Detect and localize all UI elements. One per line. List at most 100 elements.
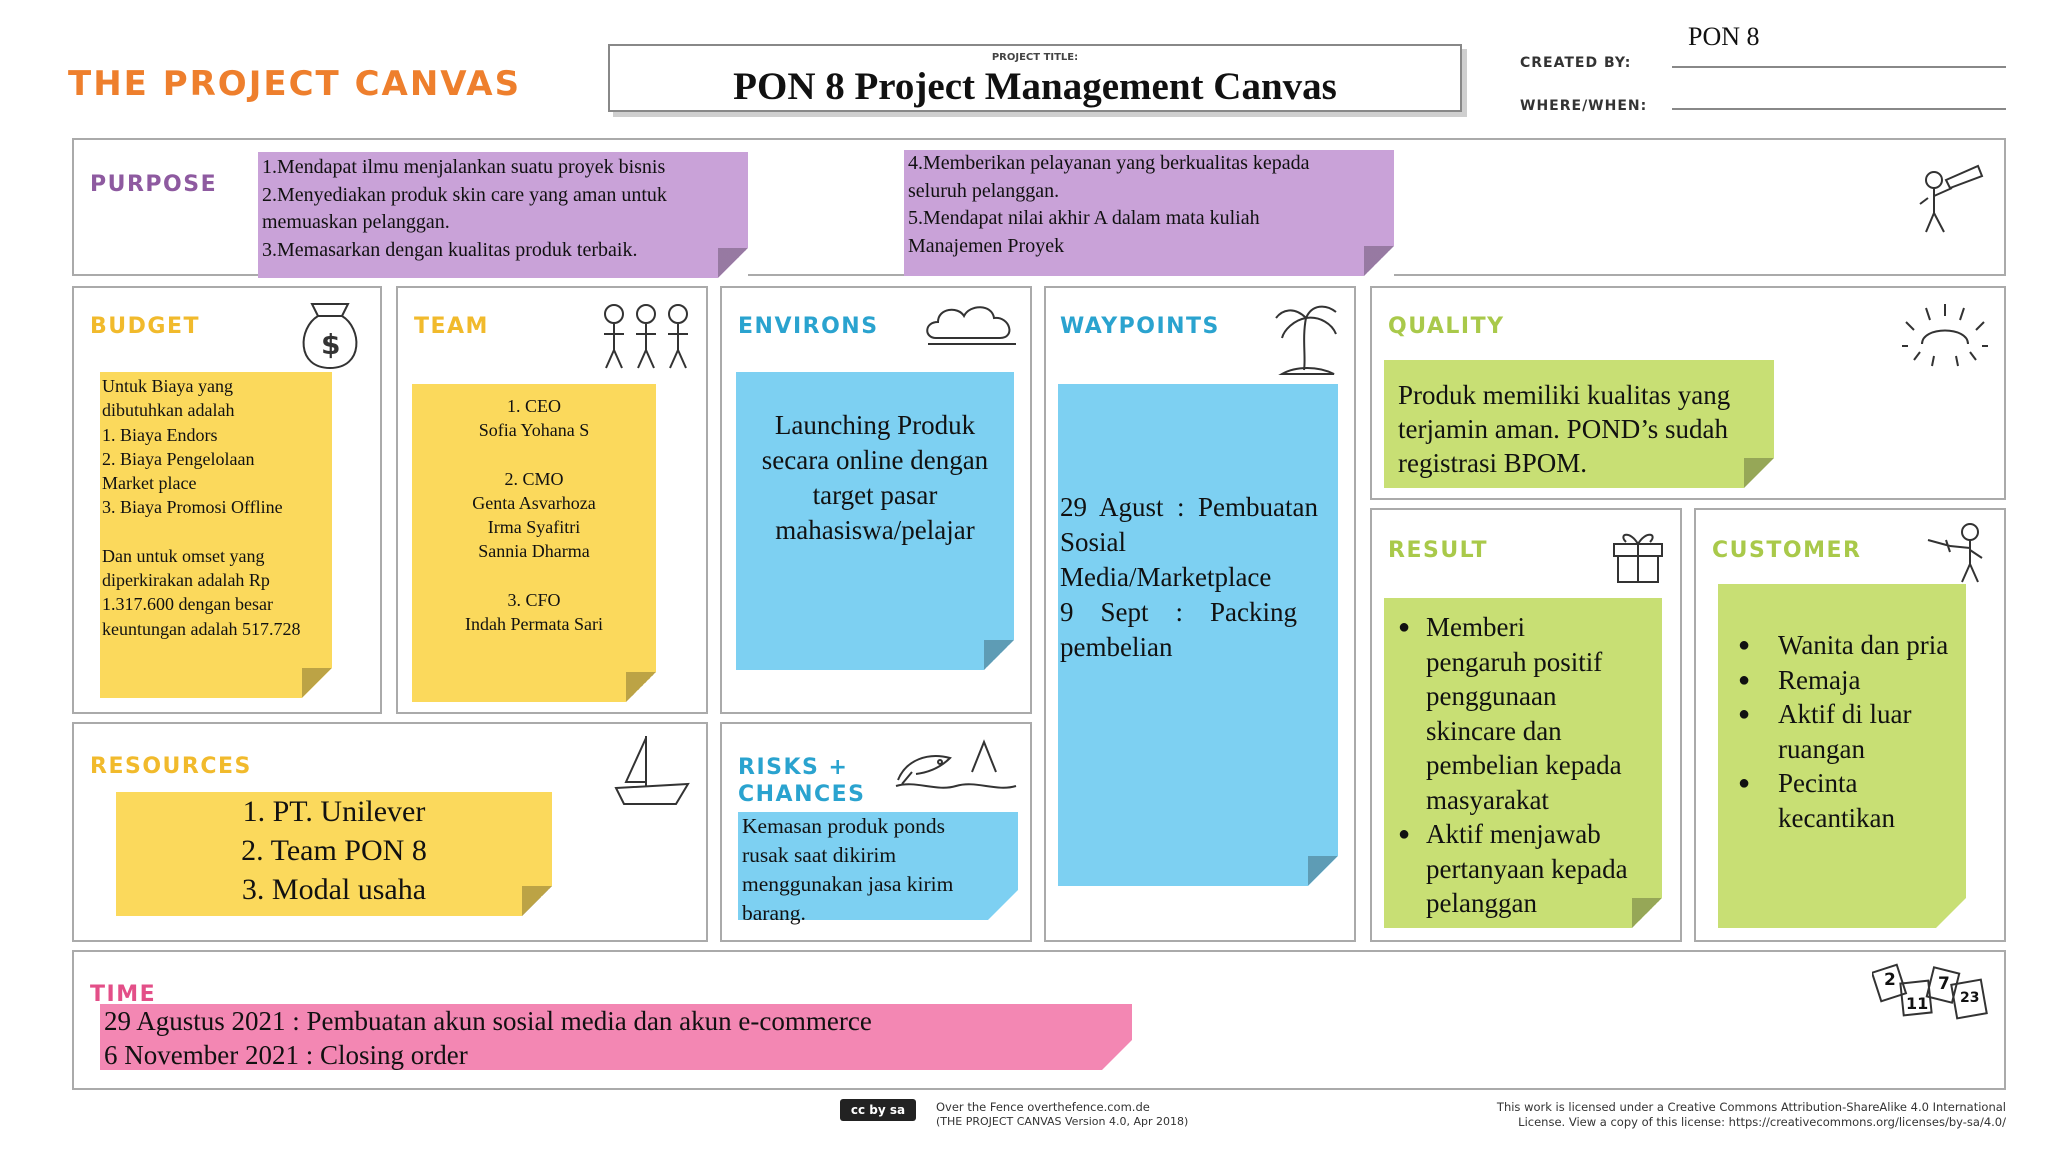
customer-item: Wanita dan pria	[1766, 628, 1966, 663]
budget-note: Untuk Biaya yang dibutuhkan adalah 1. Bi…	[100, 372, 332, 698]
quality-line: registrasi BPOM.	[1398, 446, 1774, 480]
money-bag-icon: $	[288, 298, 372, 379]
customer-line: Pecinta	[1778, 766, 1966, 801]
customer-note: Wanita dan pria Remaja Aktif di luar rua…	[1718, 584, 1966, 928]
result-heading: RESULT	[1388, 538, 1488, 563]
waypoints-heading: WAYPOINTS	[1060, 314, 1220, 339]
team-people-icon	[596, 300, 696, 377]
customer-line: Remaja	[1778, 663, 1966, 698]
risks-line: menggunakan jasa kirim	[742, 870, 1014, 899]
footer-license-1: This work is licensed under a Creative C…	[1497, 1100, 2006, 1114]
customer-line: kecantikan	[1778, 801, 1966, 836]
environs-heading: ENVIRONS	[738, 314, 879, 339]
quality-note: Produk memiliki kualitas yang terjamin a…	[1384, 360, 1774, 488]
customer-line: Wanita dan pria	[1778, 628, 1966, 663]
time-line: 6 November 2021 : Closing order	[104, 1038, 1128, 1072]
budget-line: 2. Biaya Pengelolaan	[102, 447, 330, 471]
calendar-number: 23	[1960, 990, 1979, 1006]
budget-line: diperkirakan adalah Rp	[102, 568, 330, 592]
project-title: PON 8 Project Management Canvas	[610, 64, 1460, 109]
result-line: penggunaan	[1426, 679, 1658, 714]
waypoints-line: Sosial	[1060, 525, 1336, 560]
gift-icon	[1610, 524, 1666, 589]
where-when-label: WHERE/WHEN:	[1520, 98, 1647, 114]
customer-item: Pecinta kecantikan	[1766, 766, 1966, 835]
telescope-icon	[1906, 158, 1986, 243]
footer-license-2[interactable]: License. View a copy of this license: ht…	[1518, 1115, 2006, 1129]
time-note: 29 Agustus 2021 : Pembuatan akun sosial …	[100, 1004, 1132, 1070]
customer-person-icon	[1920, 520, 1990, 591]
quality-line: terjamin aman. POND’s sudah	[1398, 412, 1774, 446]
risks-heading-line: RISKS +	[738, 754, 866, 781]
purpose-note-1-line: 3.Memasarkan dengan kualitas produk terb…	[262, 237, 744, 265]
budget-line: Dan untuk omset yang	[102, 544, 330, 568]
result-item: Aktif menjawab pertanyaan kepada pelangg…	[1426, 817, 1658, 921]
budget-line: 1.317.600 dengan besar	[102, 592, 330, 616]
quality-heading: QUALITY	[1388, 314, 1505, 339]
environs-line: target pasar	[742, 478, 1008, 513]
note-fold	[1308, 856, 1338, 886]
waypoints-note: 29 Agust : Pembuatan Sosial Media/Market…	[1058, 384, 1338, 886]
team-note: 1. CEO Sofia Yohana S 2. CMO Genta Asvar…	[412, 384, 656, 702]
team-line	[414, 443, 654, 467]
budget-line: keuntungan adalah 517.728	[102, 617, 330, 641]
customer-line: ruangan	[1778, 732, 1966, 767]
note-fold	[522, 886, 552, 916]
note-fold	[718, 248, 748, 278]
waypoints-line: 29 Agust : Pembuatan	[1060, 490, 1336, 525]
resources-line: 1. PT. Unilever	[116, 792, 552, 831]
result-list: Memberi pengaruh positif penggunaan skin…	[1398, 610, 1658, 921]
environs-line: secara online dengan	[742, 443, 1008, 478]
team-line: 1. CEO	[414, 394, 654, 418]
purpose-note-1-line: 1.Mendapat ilmu menjalankan suatu proyek…	[262, 154, 744, 182]
customer-line: Aktif di luar	[1778, 697, 1966, 732]
where-when-line	[1672, 108, 2006, 110]
result-line: masyarakat	[1426, 783, 1658, 818]
customer-list: Wanita dan pria Remaja Aktif di luar rua…	[1738, 628, 1966, 835]
result-line: pelanggan	[1426, 886, 1658, 921]
note-fold	[1744, 458, 1774, 488]
brand-title: THE PROJECT CANVAS	[68, 64, 521, 104]
created-by-line	[1672, 66, 2006, 68]
result-line: pembelian kepada	[1426, 748, 1658, 783]
budget-heading: BUDGET	[90, 314, 200, 339]
purpose-note-1: 1.Mendapat ilmu menjalankan suatu proyek…	[258, 152, 748, 278]
budget-line	[102, 520, 330, 544]
waypoints-line: 9 Sept : Packing	[1060, 595, 1336, 630]
footer-credit: Over the Fence overthefence.com.de	[936, 1100, 1150, 1114]
purpose-note-1-line: memuaskan pelanggan.	[262, 209, 744, 237]
resources-note: 1. PT. Unilever 2. Team PON 8 3. Modal u…	[116, 792, 552, 916]
calendar-icon: 2 11 7 23	[1872, 962, 1992, 1026]
customer-heading: CUSTOMER	[1712, 538, 1861, 563]
calendar-number: 2	[1884, 970, 1896, 990]
team-line: Indah Permata Sari	[414, 612, 654, 636]
risks-line: rusak saat dikirim	[742, 841, 1014, 870]
budget-line: Untuk Biaya yang	[102, 374, 330, 398]
cloud-icon	[922, 298, 1022, 355]
time-line: 29 Agustus 2021 : Pembuatan akun sosial …	[104, 1004, 1128, 1038]
risks-line: barang.	[742, 899, 1014, 928]
budget-line: Market place	[102, 471, 330, 495]
note-fold	[1364, 246, 1394, 276]
purpose-note-2-line: Manajemen Proyek	[908, 233, 1390, 261]
created-by-label: CREATED BY:	[1520, 55, 1631, 71]
team-line: 2. CMO	[414, 467, 654, 491]
team-line: 3. CFO	[414, 588, 654, 612]
result-item: Memberi pengaruh positif penggunaan skin…	[1426, 610, 1658, 817]
calendar-number: 11	[1906, 994, 1928, 1013]
note-fold	[1632, 898, 1662, 928]
budget-line: dibutuhkan adalah	[102, 398, 330, 422]
svg-text:$: $	[321, 328, 340, 361]
footer-version: (THE PROJECT CANVAS Version 4.0, Apr 201…	[936, 1115, 1188, 1128]
purpose-note-2: 4.Memberikan pelayanan yang berkualitas …	[904, 150, 1394, 276]
purpose-note-1-line: 2.Menyediakan produk skin care yang aman…	[262, 182, 744, 210]
environs-line: mahasiswa/pelajar	[742, 513, 1008, 548]
dolphin-shark-icon	[892, 732, 1022, 797]
cc-license-badge[interactable]: cc by sa	[840, 1099, 916, 1121]
result-line: Aktif menjawab	[1426, 817, 1658, 852]
customer-item: Aktif di luar ruangan	[1766, 697, 1966, 766]
purpose-note-2-line: 5.Mendapat nilai akhir A dalam mata kuli…	[908, 205, 1390, 233]
risks-heading-line: CHANCES	[738, 781, 866, 808]
project-title-box: PROJECT TITLE: PON 8 Project Management …	[608, 44, 1462, 112]
created-by-value: PON 8	[1688, 22, 1760, 52]
